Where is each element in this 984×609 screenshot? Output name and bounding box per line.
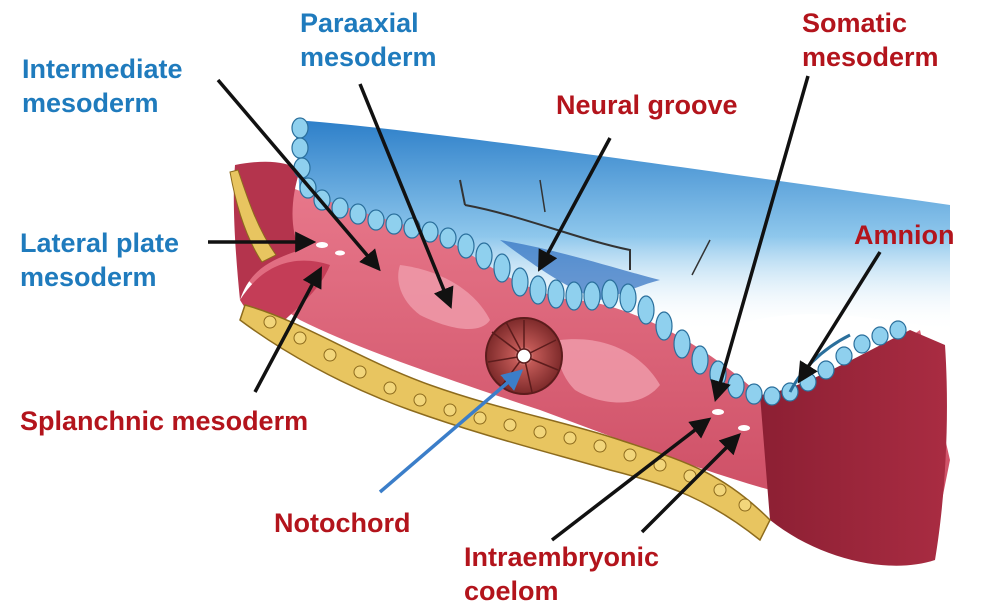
label-splanchnic-mesoderm: Splanchnic mesoderm — [20, 404, 308, 438]
label-somatic-line2: mesoderm — [802, 40, 939, 74]
label-paraaxial-mesoderm: Paraaxial mesoderm — [300, 6, 437, 74]
label-paraaxial-line2: mesoderm — [300, 40, 437, 74]
label-intermediate-mesoderm: Intermediate mesoderm — [22, 52, 183, 120]
label-intermediate-line1: Intermediate — [22, 52, 183, 86]
label-neural-groove: Neural groove — [556, 88, 738, 122]
coelom-slit — [712, 409, 724, 415]
label-somatic-line1: Somatic — [802, 6, 939, 40]
cut-face-right — [760, 330, 947, 566]
label-amnion: Amnion — [854, 218, 955, 252]
label-coelom-line1: Intraembryonic — [464, 540, 659, 574]
label-intraembryonic-coelom: Intraembryonic coelom — [464, 540, 659, 608]
label-lateral-plate-line1: Lateral plate — [20, 226, 179, 260]
label-notochord: Notochord — [274, 506, 410, 540]
coelom-slit-left — [316, 242, 328, 248]
label-lateral-plate-mesoderm: Lateral plate mesoderm — [20, 226, 179, 294]
label-intermediate-line2: mesoderm — [22, 86, 183, 120]
label-somatic-mesoderm: Somatic mesoderm — [802, 6, 939, 74]
label-lateral-plate-line2: mesoderm — [20, 260, 179, 294]
label-coelom-line2: coelom — [464, 574, 659, 608]
label-paraaxial-line1: Paraaxial — [300, 6, 437, 40]
